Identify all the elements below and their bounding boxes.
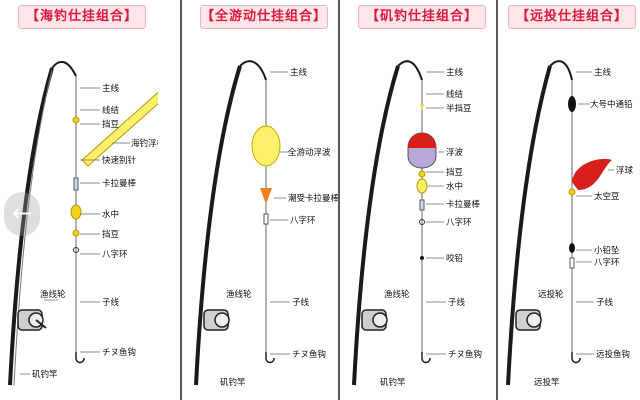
swivel-icon (73, 177, 79, 191)
label-leader: 子线 (292, 297, 310, 308)
panel-divider (338, 0, 340, 400)
label-float: 浮波 (446, 147, 464, 158)
label-line-knot: 线结 (102, 105, 119, 116)
label-hook: 远投鱼钩 (596, 349, 630, 360)
panel-divider (180, 0, 182, 400)
panel-title: 【远投仕挂组合】 (508, 5, 636, 29)
label-hook: チヌ鱼钩 (292, 349, 326, 360)
label-rod: 矶钓竿 (380, 377, 406, 388)
label-line-knot: 线结 (446, 89, 463, 100)
reel-icon (203, 309, 230, 331)
reel-icon (361, 309, 388, 331)
label-stopper: 挡豆 (102, 119, 119, 130)
label-rod: 远投竿 (534, 377, 560, 388)
label-swivel: 八字环 (102, 249, 128, 260)
label-reel: 渔线轮 (384, 289, 410, 300)
reel-icon (17, 309, 47, 331)
snap-swivel-icon (260, 188, 272, 204)
panel-rock-fishing-rig: 【矶钓仕挂组合】 主线 线结 半挡豆 浮波 挡豆 (340, 0, 498, 400)
label-main-line: 主线 (446, 67, 464, 78)
label-sinker: 水中 (102, 209, 119, 220)
bead-icon (418, 170, 426, 178)
label-reel: 渔线轮 (226, 289, 252, 300)
fishing-rod-icon (194, 60, 267, 386)
label-stopper: 挡豆 (446, 167, 463, 178)
label-hook: チヌ鱼钩 (448, 349, 482, 360)
sinker-icon (70, 204, 82, 220)
sea-fishing-rig-diagram: 主线 线结 挡豆 海钓浮标 快速别针 卡拉曼棒 水中 挡豆 八字环 子线 渔线轮… (8, 60, 158, 386)
label-reel: 渔线轮 (40, 289, 66, 300)
label-snap-swivel: 卡拉曼棒 (446, 199, 481, 210)
label-swivel: 八字环 (594, 257, 620, 268)
reel-icon (515, 309, 542, 331)
panel-title: 【海钓仕挂组合】 (18, 5, 146, 29)
label-quick-pin: 快速别针 (102, 155, 137, 166)
label-small-sinker: 小铅坠 (594, 245, 620, 256)
hook-icon (75, 352, 85, 364)
bead-icon (568, 188, 576, 196)
hook-icon (571, 352, 581, 364)
swivel-icon (73, 247, 79, 253)
panel-divider (496, 0, 498, 400)
label-hook: チヌ鱼钩 (102, 347, 136, 358)
label-main-line: 主线 (102, 83, 120, 94)
panel-title: 【全游动仕挂组合】 (200, 5, 328, 29)
long-cast-rig-diagram: 主线 大号中通铅 浮球 太空豆 小铅坠 八字环 子线 远投轮 远投鱼钩 远投竿 (506, 60, 634, 388)
hook-icon (265, 352, 275, 364)
bead-icon (420, 104, 424, 110)
label-main-line: 主线 (594, 67, 612, 78)
label-sliding-sinker: 大号中通铅 (590, 99, 633, 110)
hook-icon (421, 352, 431, 364)
label-leader: 子线 (448, 297, 466, 308)
label-reel: 远投轮 (538, 289, 564, 300)
label-stopper-2: 挡豆 (102, 229, 119, 240)
label-bite-lead: 咬铅 (446, 253, 464, 264)
label-swivel: 八字环 (290, 215, 316, 226)
swivel-icon (419, 199, 425, 211)
swivel-icon (569, 257, 575, 269)
fishing-rod-icon (352, 60, 423, 386)
label-half-stopper: 半挡豆 (446, 103, 472, 114)
label-snap-swivel: 潮受卡拉曼棒 (288, 193, 340, 204)
label-rod: 矶钓竿 (32, 369, 58, 380)
sinker-icon (420, 256, 424, 260)
panel-full-drift-rig: 【全游动仕挂组合】 主线 全游动浮波 潮受卡拉曼棒 八字环 子线 渔线轮 チヌ鱼… (182, 0, 340, 400)
bead-icon (72, 229, 80, 237)
label-snap-swivel: 卡拉曼棒 (102, 178, 137, 189)
label-sinker: 水中 (446, 181, 463, 192)
label-float-ball: 浮球 (616, 165, 634, 176)
float-icon (251, 125, 281, 167)
label-leader: 子线 (102, 297, 120, 308)
full-drift-rig-diagram: 主线 全游动浮波 潮受卡拉曼棒 八字环 子线 渔线轮 チヌ鱼钩 矶钓竿 (194, 60, 340, 388)
back-arrow-icon[interactable]: ← (4, 192, 40, 236)
float-icon (572, 158, 612, 190)
label-leader: 子线 (596, 297, 614, 308)
label-empty-bean: 太空豆 (594, 191, 620, 202)
swivel-icon (263, 213, 269, 225)
label-float: 全游动浮波 (288, 147, 331, 158)
sinker-icon (569, 243, 575, 253)
label-main-line: 主线 (290, 67, 308, 78)
label-float: 海钓浮标 (131, 138, 158, 149)
fishing-rod-icon (8, 60, 77, 386)
swivel-icon (419, 219, 425, 225)
sinker-icon (568, 96, 576, 112)
float-icon (81, 91, 158, 167)
label-swivel: 八字环 (446, 217, 472, 228)
panel-title: 【矶钓仕挂组合】 (358, 5, 486, 29)
panel-sea-fishing-rig: 【海钓仕挂组合】 主线 线结 挡豆 (0, 0, 158, 400)
rock-fishing-rig-diagram: 主线 线结 半挡豆 浮波 挡豆 水中 卡拉曼棒 八字环 咬铅 子线 渔线轮 チヌ… (352, 60, 482, 388)
label-rod: 矶钓竿 (220, 377, 246, 388)
fishing-rod-icon (506, 60, 573, 386)
sinker-icon (416, 178, 428, 194)
panel-long-cast-rig: 【远投仕挂组合】 主线 大号中通铅 浮球 太空豆 小铅坠 八字环 子线 远投轮 (498, 0, 640, 400)
bead-icon (72, 116, 80, 124)
